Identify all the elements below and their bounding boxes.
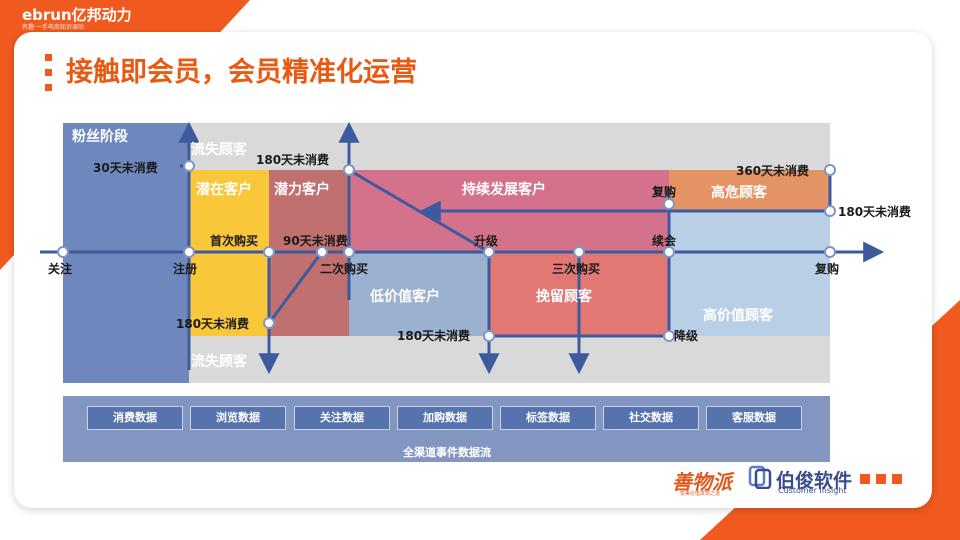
- node-third-buy: [573, 246, 585, 258]
- low-value-region: [349, 252, 489, 336]
- node-rebuy-right: [824, 246, 836, 258]
- label-d180-top: 180天未消费: [256, 152, 329, 167]
- label-downgrade: 降级: [674, 328, 698, 343]
- node-register: [183, 246, 195, 258]
- label-second-buy: 二次购买: [320, 261, 368, 276]
- node-follow: [57, 246, 69, 258]
- shanwupai-logo: 善物派: [672, 470, 732, 494]
- label-d360: 360天未消费: [736, 163, 809, 178]
- label-register: 注册: [173, 261, 197, 276]
- d180-to-90days-line: [267, 251, 324, 324]
- node-ninety-days: [316, 246, 328, 258]
- node-d180-right: [824, 205, 836, 217]
- label-retain: 挽留顾客: [536, 288, 593, 305]
- label-high-risk: 高危顾客: [711, 184, 768, 201]
- brand-logo: ebrun亿邦动力: [22, 6, 132, 24]
- label-lost-bottom: 流失顾客: [191, 353, 248, 370]
- data-source-consumption: 消费数据: [87, 406, 183, 430]
- label-d180-left: 180天未消费: [176, 316, 249, 331]
- node-d180-left: [263, 317, 275, 329]
- node-downgrade: [663, 330, 675, 342]
- sustain-diagonal-line: [348, 168, 490, 254]
- node-second-buy: [343, 246, 355, 258]
- label-upgrade: 升级: [474, 233, 498, 248]
- label-sustain: 持续发展客户: [462, 181, 546, 198]
- node-rebuy-top: [663, 198, 675, 210]
- data-source-tags: 标签数据: [500, 406, 596, 430]
- data-source-service: 客服数据: [706, 406, 802, 430]
- data-source-follow: 关注数据: [294, 406, 390, 430]
- bojun-logo-icon: [748, 465, 772, 489]
- label-first-buy: 首次购买: [210, 233, 258, 248]
- data-source-cart: 加购数据: [397, 406, 493, 430]
- brand-tagline: 有趣·一手电商知识调动: [22, 24, 84, 31]
- label-rebuy-top: 复购: [651, 184, 676, 199]
- label-high-value: 高价值顾客: [703, 307, 774, 324]
- label-thirty-days: 30天未消费: [93, 160, 158, 175]
- data-source-social: 社交数据: [603, 406, 699, 430]
- node-upgrade: [483, 246, 495, 258]
- label-third-buy: 三次购买: [552, 261, 600, 276]
- node-d180-mid: [483, 330, 495, 342]
- label-low-value: 低价值客户: [369, 288, 440, 305]
- label-lost-top: 流失顾客: [191, 141, 248, 158]
- label-potential-yellow: 潜在客户: [196, 181, 252, 198]
- label-follow: 关注: [48, 261, 72, 276]
- data-source-browse: 浏览数据: [190, 406, 286, 430]
- node-thirty-days: [183, 160, 195, 172]
- page-title: 接触即会员，会员精准化运营: [66, 57, 417, 88]
- high-value-region: [669, 211, 830, 336]
- node-d180-top: [343, 164, 355, 176]
- label-d180-right: 180天未消费: [838, 204, 911, 219]
- label-d180-mid: 180天未消费: [397, 328, 470, 343]
- node-first-buy: [263, 246, 275, 258]
- high-risk-region: [669, 170, 830, 211]
- node-renew: [663, 246, 675, 258]
- bojun-logo-subtitle: Customer Insight: [778, 486, 847, 495]
- label-renew: 续会: [652, 233, 677, 248]
- node-d360: [824, 164, 836, 176]
- bojun-logo-text: 伯俊软件: [776, 470, 853, 492]
- label-fans-stage: 粉丝阶段: [72, 128, 128, 145]
- label-rebuy-right: 复购: [814, 261, 839, 276]
- label-ninety-days: 90天未消费: [283, 233, 348, 248]
- data-flow-label: 全渠道事件数据流: [403, 446, 491, 459]
- label-potential-red: 潜力客户: [274, 181, 330, 198]
- shanwupai-tagline: 赞美价值发现之道: [680, 491, 721, 497]
